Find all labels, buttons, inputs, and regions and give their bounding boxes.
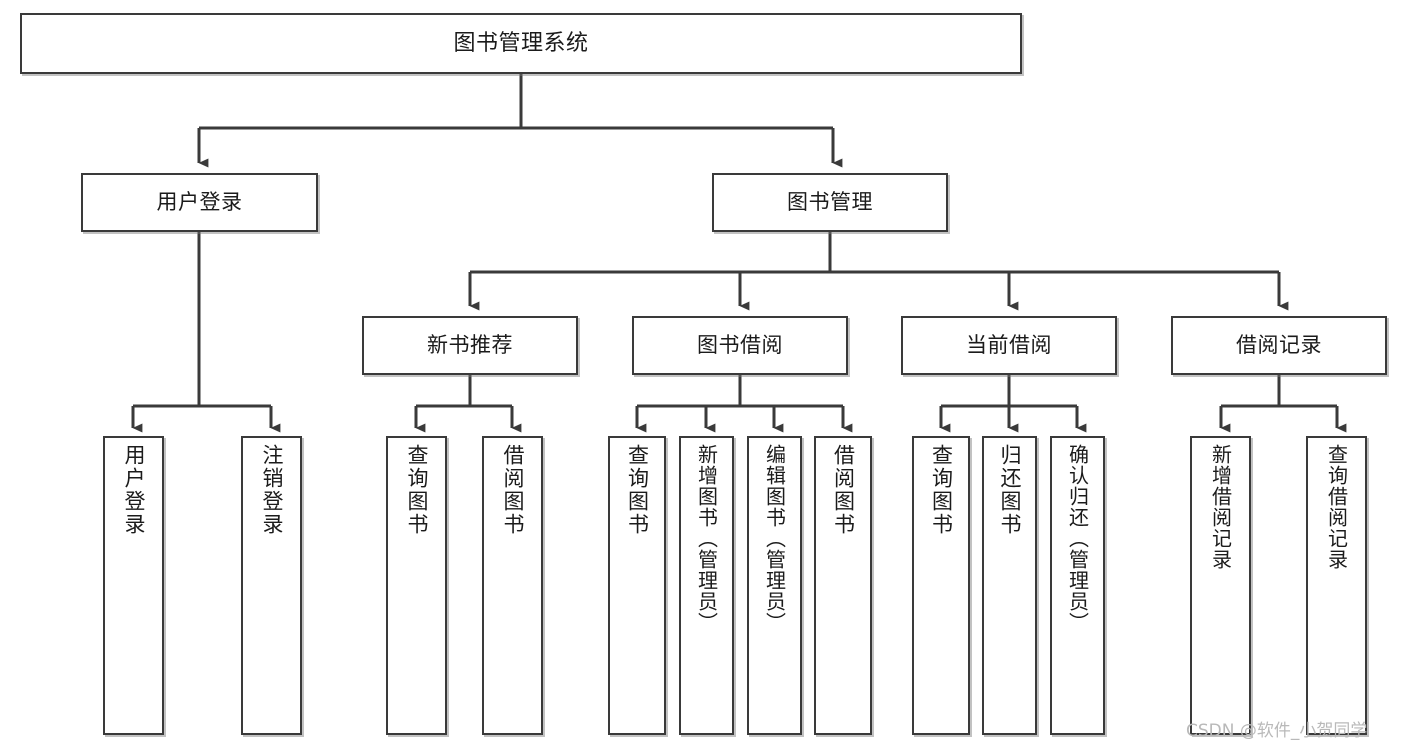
node-borrow-records[interactable]: 借阅记录 <box>1171 316 1387 375</box>
node-leaf-user-login[interactable]: 用户登录 <box>103 436 164 735</box>
node-leaf-confirm-return-admin[interactable]: 确认归还（管理员） <box>1050 436 1105 735</box>
node-leaf-add-borrow-record[interactable]: 新增借阅记录 <box>1190 436 1251 735</box>
node-leaf-logout[interactable]: 注销登录 <box>241 436 302 735</box>
node-leaf-return-book[interactable]: 归还图书 <box>982 436 1037 735</box>
node-leaf-query-book-current-label: 查询图书 <box>929 444 954 536</box>
node-current-borrow[interactable]: 当前借阅 <box>901 316 1117 375</box>
node-leaf-add-borrow-record-label: 新增借阅记录 <box>1208 444 1233 570</box>
node-leaf-logout-label: 注销登录 <box>260 444 284 536</box>
node-leaf-edit-book-admin[interactable]: 编辑图书（管理员） <box>747 436 802 735</box>
node-new-book-recommend-label: 新书推荐 <box>427 333 513 358</box>
node-new-book-recommend[interactable]: 新书推荐 <box>362 316 578 375</box>
node-leaf-query-book-current[interactable]: 查询图书 <box>912 436 970 735</box>
node-book-borrow[interactable]: 图书借阅 <box>632 316 848 375</box>
node-leaf-borrow-book-borrow[interactable]: 借阅图书 <box>814 436 872 735</box>
node-leaf-query-book-borrow-label: 查询图书 <box>625 444 650 536</box>
node-book-management[interactable]: 图书管理 <box>712 173 948 232</box>
node-leaf-user-login-label: 用户登录 <box>122 444 146 536</box>
node-book-borrow-label: 图书借阅 <box>697 333 783 358</box>
node-leaf-add-book-admin[interactable]: 新增图书（管理员） <box>679 436 734 735</box>
node-leaf-edit-book-admin-label: 编辑图书（管理员） <box>762 444 787 633</box>
node-root-label: 图书管理系统 <box>453 30 589 56</box>
node-leaf-add-book-admin-label: 新增图书（管理员） <box>694 444 719 633</box>
node-leaf-query-book-newbook[interactable]: 查询图书 <box>386 436 447 735</box>
node-leaf-query-borrow-record-label: 查询借阅记录 <box>1324 444 1349 570</box>
node-leaf-borrow-book-borrow-label: 借阅图书 <box>831 444 856 536</box>
node-leaf-borrow-book-newbook-label: 借阅图书 <box>501 444 525 536</box>
node-borrow-records-label: 借阅记录 <box>1236 333 1322 358</box>
node-leaf-query-borrow-record[interactable]: 查询借阅记录 <box>1306 436 1367 735</box>
node-leaf-confirm-return-admin-label: 确认归还（管理员） <box>1065 444 1090 633</box>
node-user-login-label: 用户登录 <box>156 190 243 215</box>
node-book-management-label: 图书管理 <box>787 190 873 215</box>
node-leaf-return-book-label: 归还图书 <box>998 444 1022 536</box>
node-leaf-query-book-borrow[interactable]: 查询图书 <box>608 436 666 735</box>
node-leaf-query-book-newbook-label: 查询图书 <box>405 444 429 536</box>
node-root[interactable]: 图书管理系统 <box>20 13 1022 74</box>
node-user-login[interactable]: 用户登录 <box>81 173 318 232</box>
node-leaf-borrow-book-newbook[interactable]: 借阅图书 <box>482 436 543 735</box>
node-current-borrow-label: 当前借阅 <box>966 333 1052 358</box>
csdn-watermark: CSDN @软件_小贺同学 <box>1186 721 1368 741</box>
